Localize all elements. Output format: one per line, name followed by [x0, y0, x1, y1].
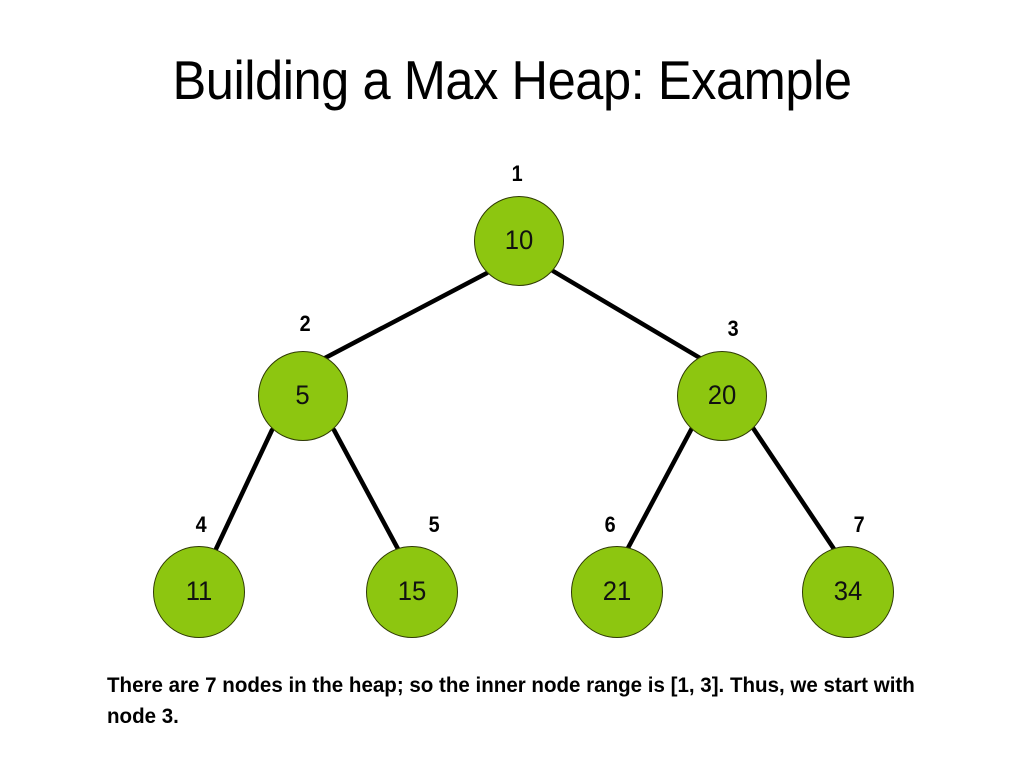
- heap-node-4[interactable]: 11: [153, 546, 245, 638]
- heap-node-index-2: 2: [299, 311, 311, 336]
- heap-node-index-5: 5: [428, 512, 440, 537]
- heap-node-value: 20: [707, 380, 737, 410]
- heap-node-3[interactable]: 20: [677, 351, 767, 441]
- tree-edge-1-3: [550, 268, 703, 361]
- tree-edge-1-2: [322, 270, 490, 361]
- heap-node-index-4: 4: [195, 512, 207, 537]
- heap-node-value: 34: [833, 576, 863, 606]
- tree-edge-3-6: [625, 425, 695, 551]
- heap-node-7[interactable]: 34: [802, 546, 894, 638]
- heap-node-index-1: 1: [511, 161, 523, 186]
- heap-node-2[interactable]: 5: [258, 351, 348, 441]
- tree-edge-3-7: [750, 425, 837, 552]
- heap-node-value: 21: [602, 576, 632, 606]
- heap-node-5[interactable]: 15: [366, 546, 458, 638]
- heap-node-index-6: 6: [604, 512, 616, 537]
- page-title: Building a Max Heap: Example: [172, 49, 852, 111]
- heap-node-index-7: 7: [853, 512, 865, 537]
- heap-node-6[interactable]: 21: [571, 546, 663, 638]
- heap-node-1[interactable]: 10: [474, 196, 564, 286]
- slide-caption: There are 7 nodes in the heap; so the in…: [107, 673, 915, 728]
- tree-edge-2-5: [331, 427, 401, 552]
- heap-node-value: 10: [504, 225, 534, 255]
- heap-node-value: 15: [397, 576, 427, 606]
- tree-edge-2-4: [213, 427, 275, 552]
- heap-node-value: 11: [185, 576, 213, 606]
- heap-node-value: 5: [295, 380, 311, 410]
- heap-node-index-3: 3: [727, 316, 739, 341]
